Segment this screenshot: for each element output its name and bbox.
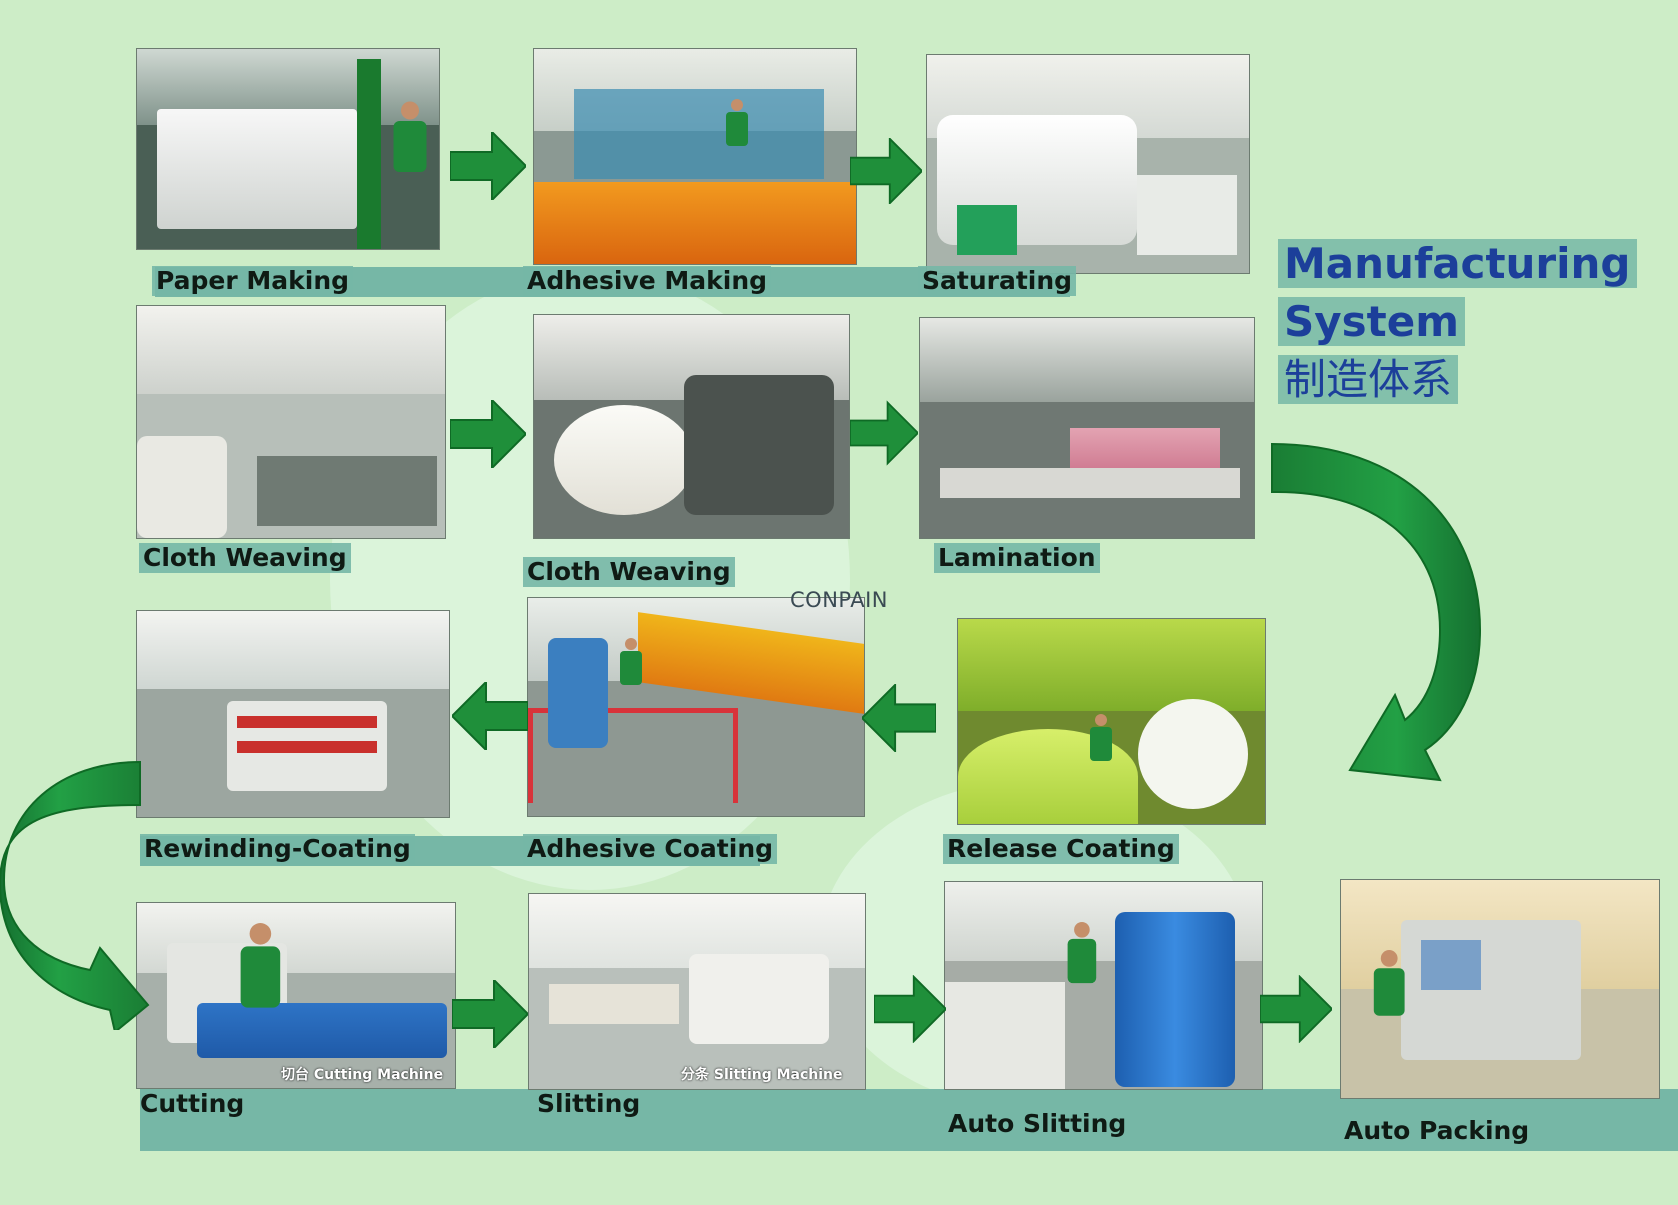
arrow-right-icon [874,975,946,1043]
conpain-logo: CONPAIN [790,588,888,612]
caption-saturating: Saturating [918,266,1077,296]
arrow-right-icon [450,400,526,468]
caption-adhesive-making: Adhesive Making [523,266,772,296]
caption-adhesive-coating: Adhesive Coating [523,834,778,864]
cutting-photo: 切台 Cutting Machine [136,902,456,1089]
release-coating-photo [957,618,1266,825]
page-title: Manufacturing System 制造体系 [1278,235,1637,409]
caption-cutting: Cutting [140,1089,245,1118]
caption-paper-making: Paper Making [152,266,354,296]
caption-auto-slitting: Auto Slitting [948,1109,1127,1138]
curved-arrow-icon [1271,442,1482,782]
title-line2: System [1278,297,1465,346]
curved-arrow-icon [0,760,150,1030]
arrow-right-icon [450,132,526,200]
caption-lamination: Lamination [934,543,1100,573]
arrow-right-icon [850,138,922,204]
caption-rewinding-coating: Rewinding-Coating [140,834,415,864]
arrow-right-icon [1260,975,1332,1043]
caption-slitting: Slitting [537,1089,641,1118]
adhesive-making-photo [533,48,857,265]
title-line3: 制造体系 [1278,355,1459,404]
arrow-right-icon [850,400,918,466]
cloth-weaving-photo [136,305,446,539]
title-line1: Manufacturing [1278,239,1637,288]
caption-cloth-weaving: Cloth Weaving [139,543,351,573]
caption-auto-packing: Auto Packing [1344,1116,1530,1145]
rewinding-coating-photo [136,610,450,818]
caption-band [140,1089,1678,1151]
arrow-left-icon [862,684,936,752]
paper-making-photo [136,48,440,250]
arrow-left-icon [452,682,528,750]
adhesive-coating-photo [527,597,865,817]
cloth-weaving-2-photo [533,314,850,539]
auto-slitting-photo [944,881,1263,1090]
saturating-photo [926,54,1250,274]
cutting-machine-label: 切台 Cutting Machine [281,1067,444,1083]
caption-release-coating: Release Coating [943,834,1179,864]
arrow-right-icon [452,980,528,1048]
slitting-machine-label: 分条 Slitting Machine [681,1067,843,1083]
lamination-photo [919,317,1255,539]
slitting-photo: 分条 Slitting Machine [528,893,866,1090]
auto-packing-photo [1340,879,1660,1099]
caption-cloth-weaving-2: Cloth Weaving [523,557,735,587]
